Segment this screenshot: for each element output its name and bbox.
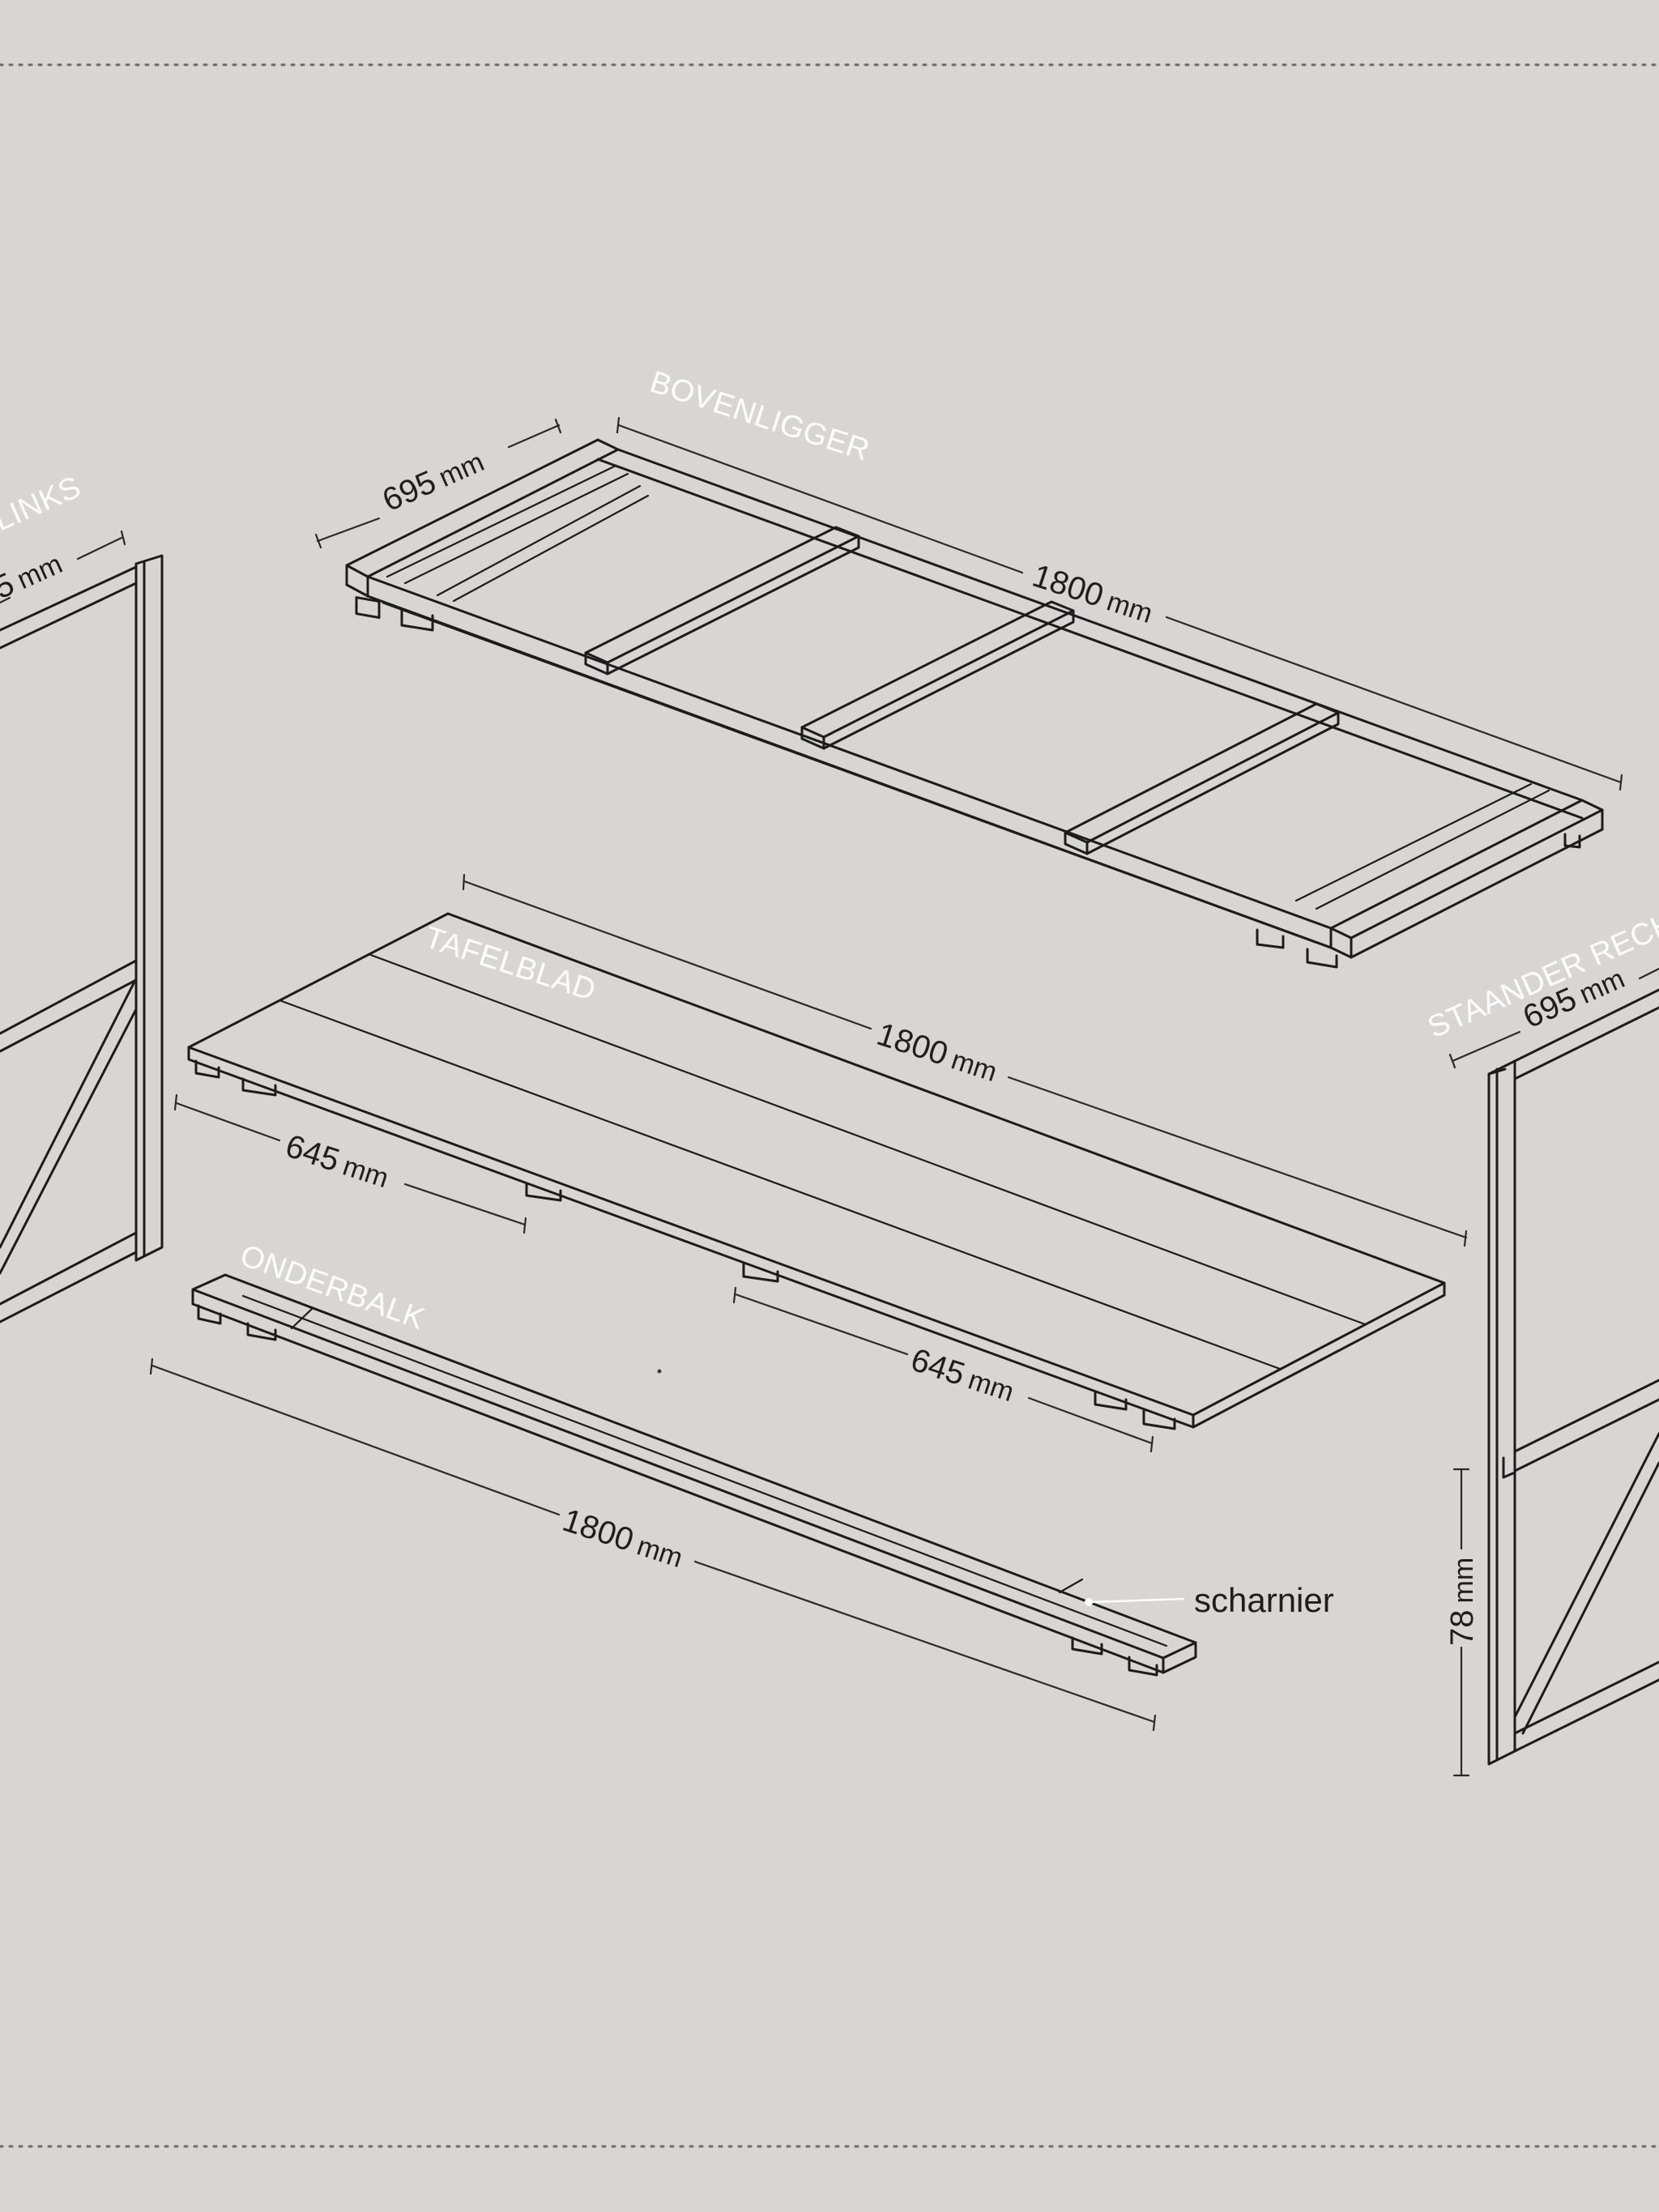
staander-links-label: LINKS	[0, 470, 86, 538]
staander-rechts-height-label: 78mm	[1444, 1558, 1480, 1646]
staander-links-frame	[0, 554, 164, 1323]
onderbalk-beam	[191, 1273, 1197, 1677]
staander-rechts-height-dim	[1452, 1468, 1470, 1777]
tafelblad-right-label: 645mm	[906, 1342, 1019, 1409]
bovenligger-width-dim	[314, 418, 562, 549]
bovenligger-back-rail	[616, 448, 1584, 802]
bovenligger-width-label: 695mm	[377, 443, 489, 519]
tafelblad-right-dim	[732, 1286, 1154, 1453]
bovenligger-right-end	[1329, 799, 1604, 940]
onderbalk-hinge-mark	[1058, 1578, 1084, 1594]
bovenligger-frame	[345, 438, 1604, 969]
tafelblad-left-label: 645mm	[281, 1128, 394, 1195]
staander-rechts-frame	[1487, 988, 1659, 1766]
hinge-dot	[1085, 1598, 1093, 1606]
bovenligger-length-dim	[616, 416, 1623, 791]
staander-rechts-width-dim	[1448, 967, 1659, 1069]
tafelblad-board	[187, 912, 1446, 1430]
hinge-leader	[1090, 1597, 1185, 1604]
bovenligger-crossbar-2	[800, 600, 1075, 739]
staander-links-width-label: 5mm	[0, 545, 67, 607]
tafelblad-length-dim	[462, 873, 1468, 1247]
staander-links-post	[134, 554, 164, 1262]
bovenligger-crossbar-3	[1064, 702, 1340, 844]
onderbalk-length-dim	[149, 1357, 1157, 1732]
staander-rechts-post	[1487, 1059, 1516, 1766]
stray-dot	[657, 1369, 662, 1374]
hinge-note: scharnier	[1194, 1581, 1334, 1619]
tafelblad-left-dim	[173, 1093, 527, 1234]
tafelblad-seam-1	[278, 999, 1282, 1370]
bovenligger-length-label: 1800mm	[1028, 558, 1158, 630]
bovenligger-label: BOVENLIGGER	[646, 365, 873, 468]
tafelblad-seam-2	[367, 953, 1367, 1326]
bovenligger-crossbar-1	[584, 526, 860, 664]
onderbalk-length-label: 1800mm	[558, 1502, 688, 1575]
onderbalk-label: ONDERBALK	[236, 1238, 429, 1336]
tafelblad-label: TAFELBLAD	[420, 921, 599, 1008]
staander-links-width-dim	[0, 530, 126, 604]
